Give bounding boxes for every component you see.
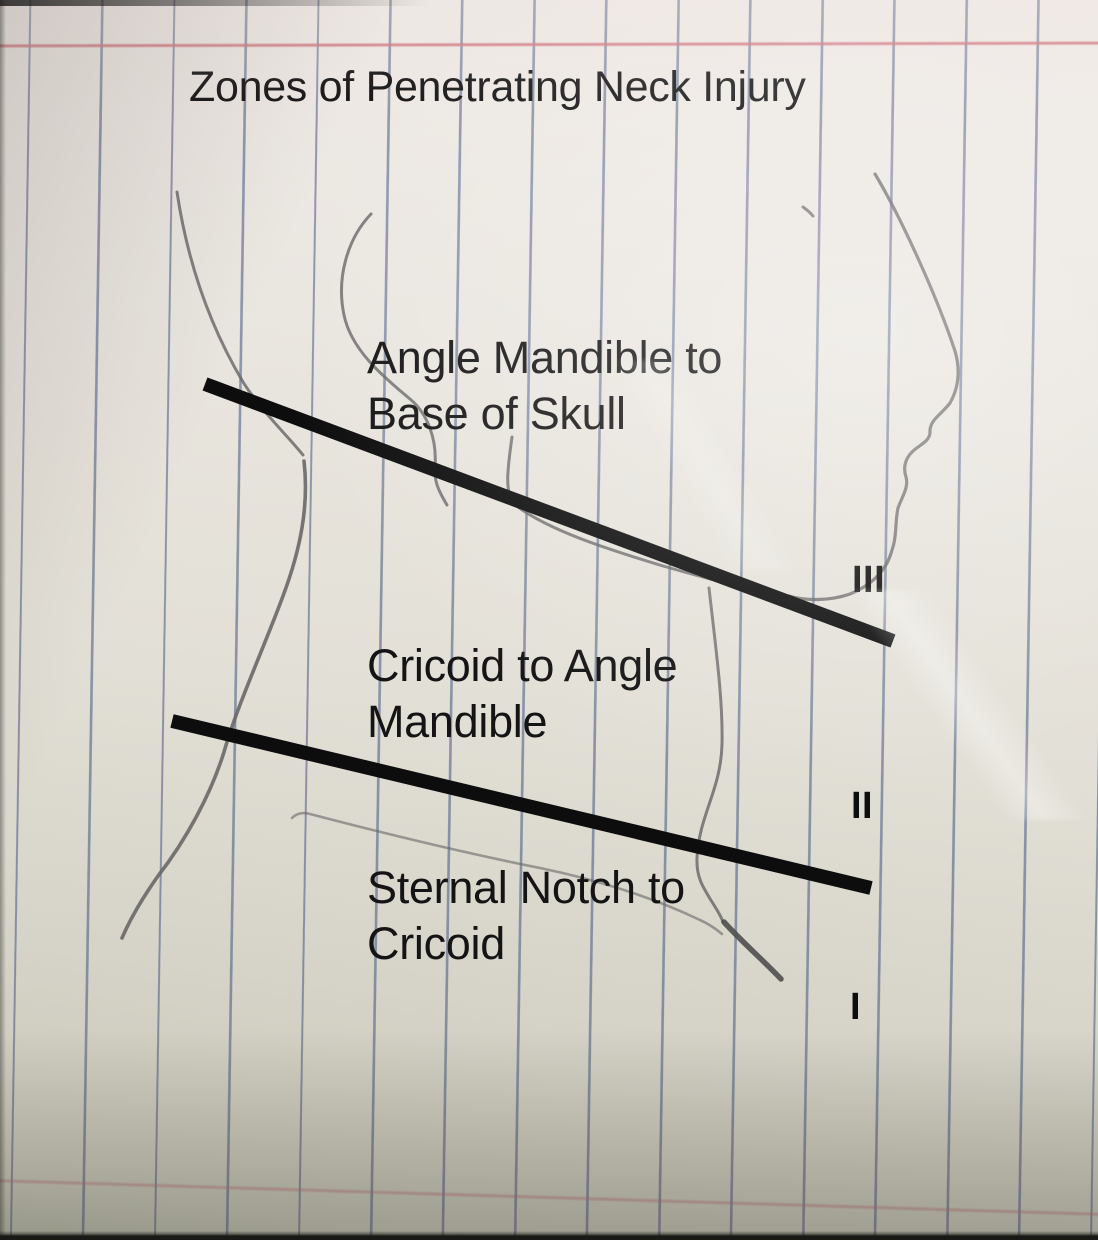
zone-3-label-line2: Base of Skull: [367, 388, 626, 439]
zone-2-label-line2: Mandible: [367, 696, 548, 747]
zone-2-label-line1: Cricoid to Angle: [367, 640, 678, 691]
pencil-shoulder-line: [290, 811, 724, 936]
zone-1-numeral: I: [850, 986, 862, 1028]
zone-1-label-line1: Sternal Notch to: [367, 862, 685, 913]
zone-1-label: Sternal Notch to Cricoid: [367, 860, 685, 972]
pencil-sternal-notch-stroke: [721, 919, 784, 982]
diagram-title: Zones of Penetrating Neck Injury: [189, 63, 806, 111]
zone-divider-line-upper: [202, 377, 896, 648]
zone-2-numeral: II: [851, 785, 874, 827]
pencil-back-of-head-line: [175, 190, 305, 457]
zone-1-label-line2: Cricoid: [367, 918, 505, 969]
zone-3-numeral: III: [852, 559, 886, 601]
zone-3-label-line1: Angle Mandible to: [367, 332, 723, 383]
pencil-stray-dash: [801, 205, 815, 218]
zone-2-label: Cricoid to Angle Mandible: [367, 638, 678, 750]
pencil-front-of-neck-line: [695, 586, 725, 924]
zone-divider-line-lower: [170, 714, 873, 895]
pencil-back-of-neck-line: [120, 459, 308, 940]
pencil-face-profile-line: [787, 172, 960, 602]
zone-3-label: Angle Mandible to Base of Skull: [367, 330, 722, 442]
